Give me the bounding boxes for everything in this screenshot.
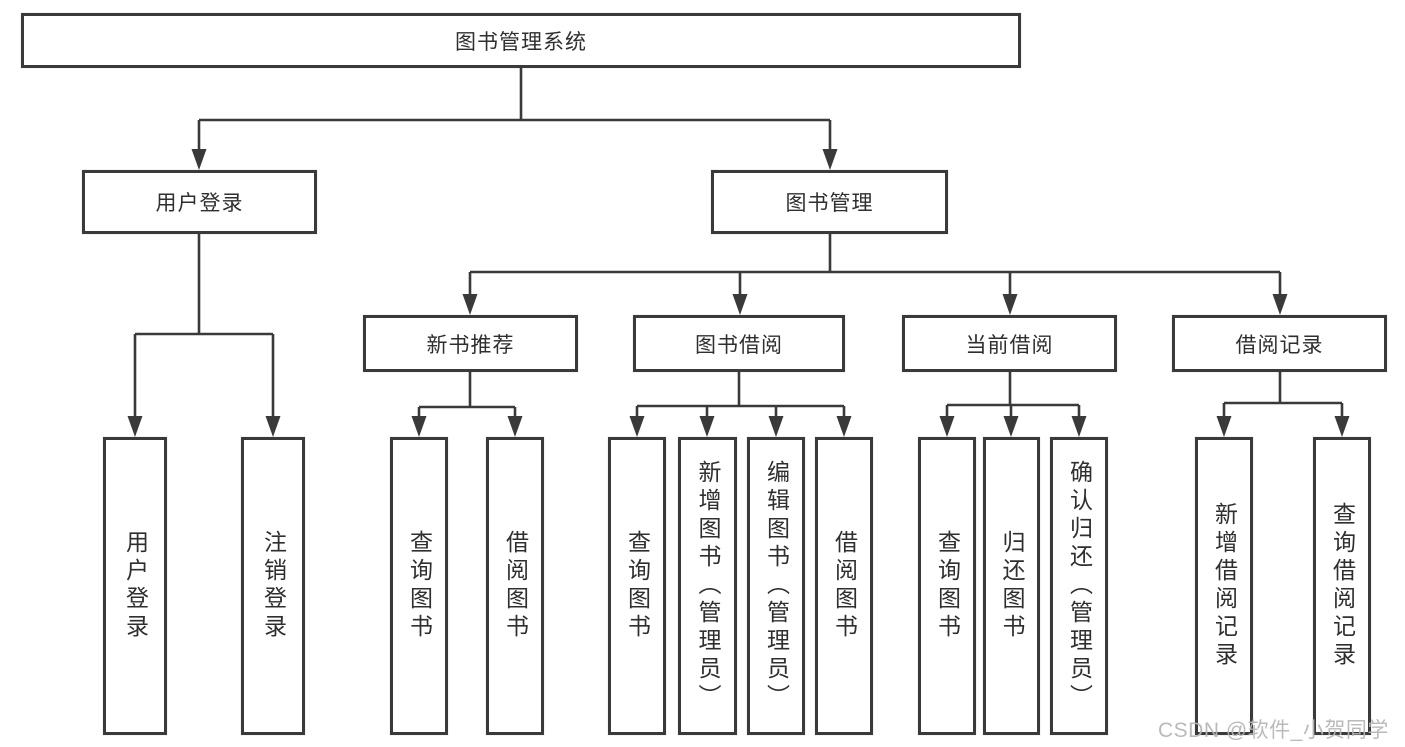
leaf-confirm-return-admin: 确认归还（管理员） (1050, 437, 1108, 735)
node-new-book-recommend: 新书推荐 (363, 315, 578, 372)
node-book-borrow-label: 图书借阅 (695, 333, 783, 357)
leaf-borrow-books-label: 借阅图书 (831, 530, 858, 642)
leaf-edit-book-admin-label: 编辑图书（管理员） (763, 460, 790, 712)
watermark: CSDN @软件_小贺同学 (1158, 719, 1389, 742)
leaf-return-book-label: 归还图书 (999, 530, 1025, 642)
leaf-confirm-return-admin-label: 确认归还（管理员） (1066, 460, 1093, 712)
node-book-management: 图书管理 (711, 170, 948, 234)
node-current-borrow: 当前借阅 (902, 315, 1117, 372)
leaf-query-books-recommend: 查询图书 (390, 437, 448, 735)
leaf-query-books-borrow: 查询图书 (608, 437, 666, 735)
node-borrow-records: 借阅记录 (1172, 315, 1387, 372)
leaf-user-login: 用户登录 (103, 437, 167, 735)
leaf-logout-label: 注销登录 (260, 530, 287, 642)
leaf-query-books-current-label: 查询图书 (934, 530, 961, 642)
leaf-borrow-books-recommend: 借阅图书 (486, 437, 544, 735)
leaf-borrow-books: 借阅图书 (815, 437, 873, 735)
leaf-query-borrow-record: 查询借阅记录 (1313, 437, 1371, 735)
leaf-query-books-borrow-label: 查询图书 (624, 530, 651, 642)
node-user-login: 用户登录 (82, 170, 317, 234)
leaf-return-book: 归还图书 (983, 437, 1040, 735)
leaf-add-borrow-record-label: 新增借阅记录 (1211, 502, 1238, 670)
leaf-logout: 注销登录 (241, 437, 305, 735)
node-new-book-recommend-label: 新书推荐 (426, 333, 515, 357)
node-current-borrow-label: 当前借阅 (965, 333, 1054, 357)
leaf-add-borrow-record: 新增借阅记录 (1195, 437, 1253, 735)
leaf-query-borrow-record-label: 查询借阅记录 (1329, 502, 1356, 670)
leaf-query-books-recommend-label: 查询图书 (406, 530, 433, 642)
arrowheads (127, 149, 1350, 437)
node-borrow-records-label: 借阅记录 (1235, 333, 1324, 357)
node-root-label: 图书管理系统 (455, 30, 587, 54)
leaf-edit-book-admin: 编辑图书（管理员） (747, 437, 805, 735)
leaf-user-login-label: 用户登录 (122, 530, 149, 642)
node-user-login-label: 用户登录 (155, 192, 244, 215)
leaf-add-book-admin-label: 新增图书（管理员） (695, 460, 721, 712)
node-book-borrow: 图书借阅 (633, 315, 845, 372)
leaf-add-book-admin: 新增图书（管理员） (678, 437, 737, 735)
leaf-query-books-current: 查询图书 (918, 437, 976, 735)
node-book-management-label: 图书管理 (785, 192, 874, 215)
leaf-borrow-books-recommend-label: 借阅图书 (502, 530, 529, 642)
node-root: 图书管理系统 (21, 13, 1021, 68)
